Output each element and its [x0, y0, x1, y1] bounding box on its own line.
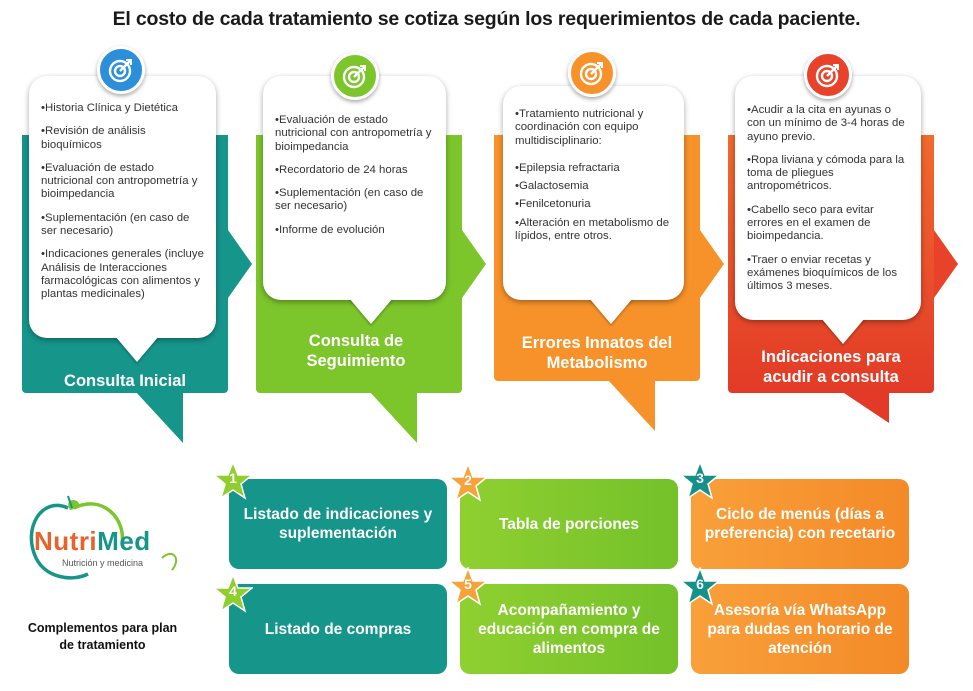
target-icon	[568, 49, 616, 97]
list-item: •Suplementación (en caso de ser necesari…	[275, 187, 424, 213]
list-item: •Indicaciones generales (incluye Análisi…	[41, 248, 204, 301]
list-item: •Epilepsia refractaria	[515, 161, 620, 174]
star-badge-1: 1	[213, 461, 253, 501]
page-title: El costo de cada tratamiento se cotiza s…	[112, 8, 861, 30]
panel-label: Indicaciones para acudir a consulta	[761, 348, 901, 386]
list-item: •Acudir a la cita en ayunas o con un mín…	[747, 104, 905, 143]
list-item: •Recordatorio de 24 horas	[275, 163, 408, 176]
list-item: •Galactosemia	[515, 180, 589, 193]
star-badge-3: 3	[680, 461, 720, 501]
panel-card: •Historia Clínica y Dietética •Revisión …	[29, 76, 216, 362]
star-badge-4: 4	[213, 574, 253, 614]
list-item: •Revisión de análisis bioquímicos	[41, 125, 146, 151]
list-item: •Cabello seco para evitar errores en el …	[747, 203, 874, 243]
list-item: •Suplementación (en caso de ser necesari…	[41, 211, 190, 238]
panel-card: •Evaluación de estado nutricional con an…	[263, 76, 446, 324]
list-item: •Traer o enviar recetas y exámenes bioqu…	[747, 253, 898, 293]
target-icon	[97, 46, 145, 94]
star-badge-6: 6	[680, 567, 720, 607]
panel-tail	[607, 379, 655, 431]
list-item: •Informe de evolución	[275, 223, 385, 236]
logo-tagline: Nutrición y medicina	[62, 558, 144, 568]
panel-tail	[841, 391, 889, 423]
panel-label: Consulta Inicial	[64, 372, 186, 390]
list-item: •Evaluación de estado nutricional con an…	[41, 161, 198, 201]
complement-box-4: Listado de compras	[229, 584, 447, 674]
complement-box-2: Tabla de porciones	[460, 479, 678, 569]
list-item: •Ropa liviana y cómoda para la toma de p…	[747, 153, 905, 193]
star-badge-5: 5	[448, 567, 488, 607]
panel-tail	[369, 391, 417, 443]
target-icon	[804, 51, 852, 99]
panel-label: Consulta de Seguimiento	[306, 332, 406, 370]
panel-label: Errores Innatos del Metabolismo	[521, 334, 673, 372]
complement-box-1: Listado de indicaciones y suplementación	[229, 479, 447, 569]
list-item: •Historia Clínica y Dietética	[41, 102, 178, 114]
logo-brand: NutriMed	[34, 526, 151, 556]
panel-card: •Tratamiento nutricional y coordinación …	[503, 86, 684, 324]
list-item: •Alteración en metabolismo de lípidos, e…	[515, 216, 670, 243]
list-item: •Tratamiento nutricional y coordinación …	[515, 108, 644, 147]
nutrimed-logo: NutriMed Nutrición y medicina	[22, 488, 192, 588]
list-item: •Fenilcetonuria	[515, 198, 591, 211]
complement-box-5: Acompañamiento y educación en compra de …	[460, 584, 678, 674]
complement-box-6: Asesoría vía WhatsApp para dudas en hora…	[691, 584, 909, 674]
panel-tail	[135, 391, 183, 443]
target-icon	[331, 52, 379, 100]
list-item: •Evaluación de estado nutricional con an…	[275, 114, 432, 153]
complement-box-3: Ciclo de menús (días a preferencia) con …	[691, 479, 909, 569]
panel-card: •Acudir a la cita en ayunas o con un mín…	[735, 76, 921, 344]
star-badge-2: 2	[448, 463, 488, 503]
complements-caption: Complementos para plan de tratamiento	[27, 621, 178, 652]
